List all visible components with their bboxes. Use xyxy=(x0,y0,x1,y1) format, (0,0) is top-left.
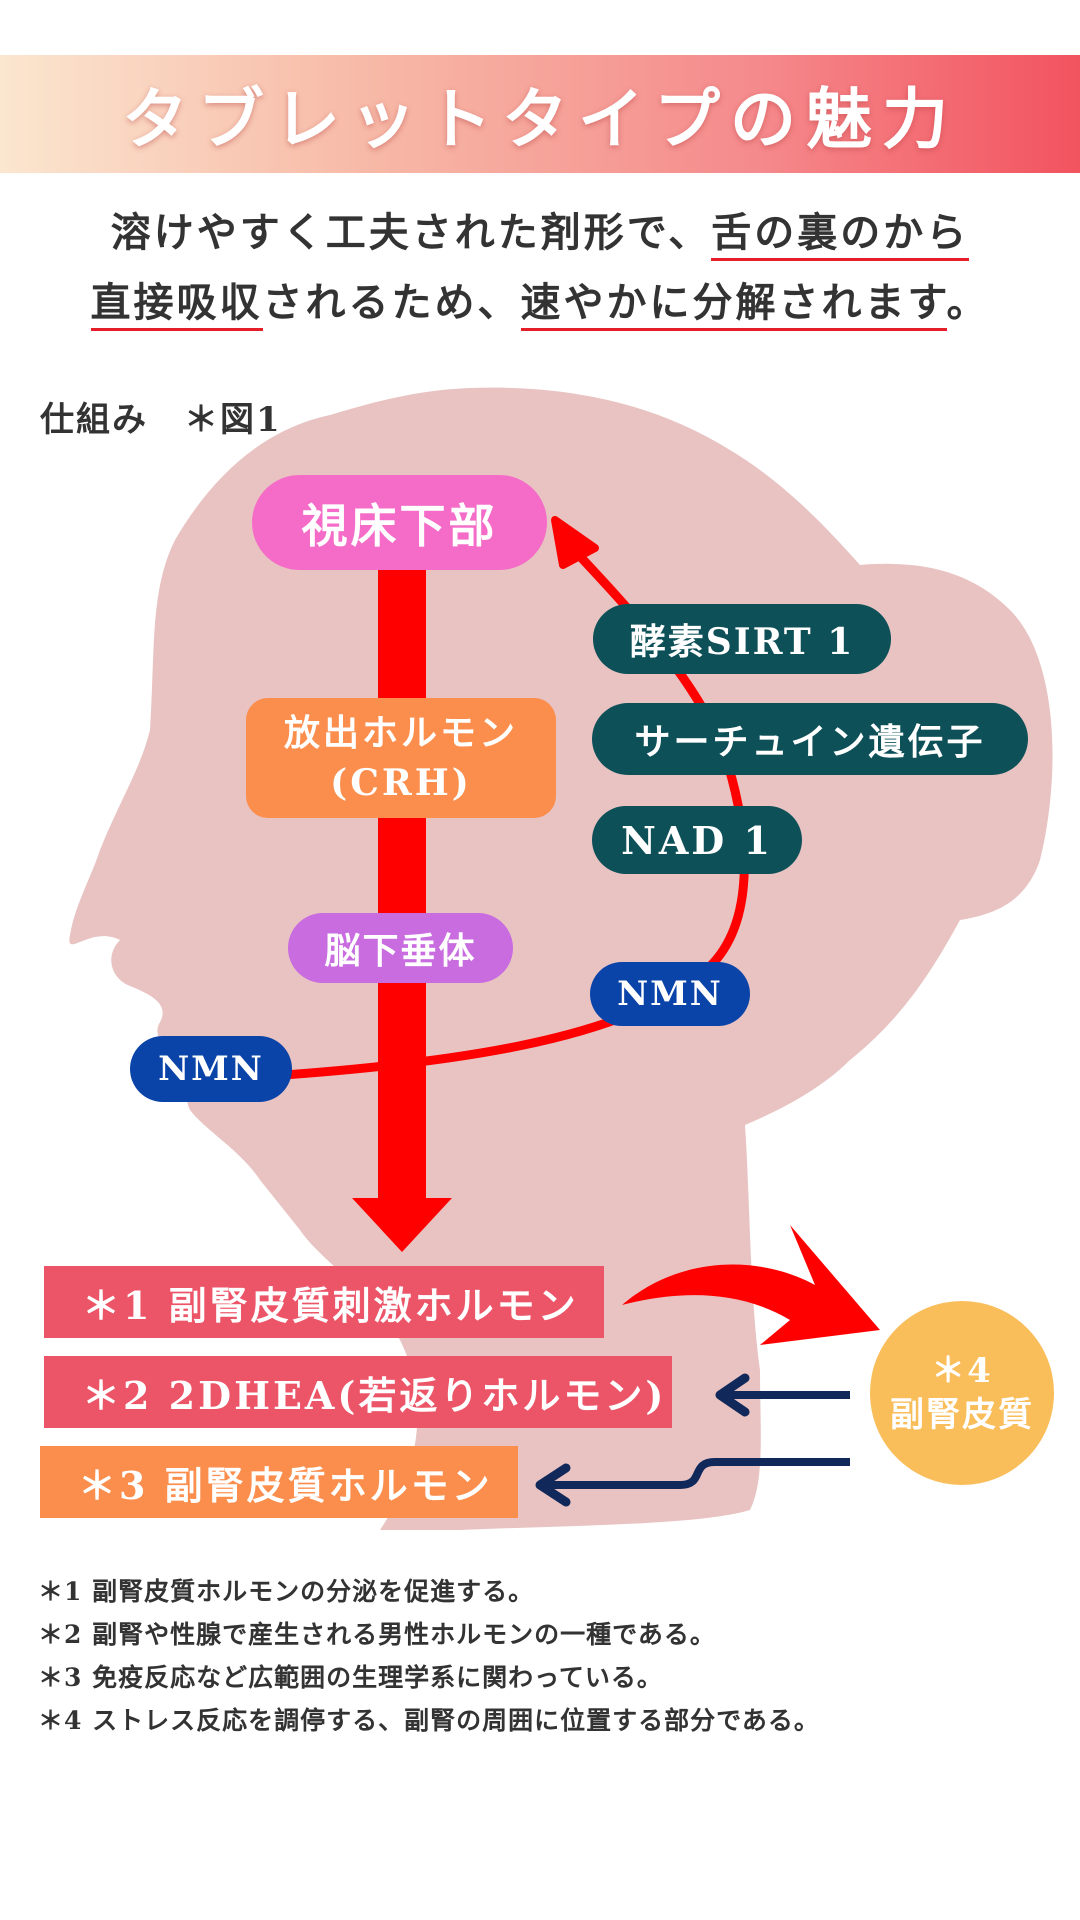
intro-line1-a: 溶けやすく工夫された剤形で、 xyxy=(110,209,712,256)
intro-line1-b-underlined: 舌の裏のから xyxy=(711,209,970,261)
footnote-2: ＊2 副腎や性腺で産生される男性ホルモンの一種である。 xyxy=(38,1620,716,1649)
intro-line2-d: 。 xyxy=(946,279,990,326)
intro-line2-c-underlined: 速やかに分解されます xyxy=(520,279,947,331)
hypothalamus-label: 視床下部 xyxy=(301,498,498,553)
intro-text: 溶けやすく工夫された剤形で、舌の裏のから 直接吸収されるため、速やかに分解されま… xyxy=(40,198,1040,338)
crh-node: 放出ホルモン (CRH) xyxy=(246,698,556,818)
header-banner: タブレットタイプの魅力 xyxy=(0,55,1080,173)
footnote-3: ＊3 免疫反応など広範囲の生理学系に関わっている。 xyxy=(38,1663,663,1692)
intro-line-1: 溶けやすく工夫された剤形で、舌の裏のから xyxy=(40,198,1040,268)
nmn-right-label: NMN xyxy=(617,974,723,1014)
nad-node: NAD 1 xyxy=(592,806,802,874)
navy-arrow-to-cortex-hormone-head xyxy=(535,1463,571,1507)
adrenal-cortex-label-line2: 副腎皮質 xyxy=(890,1395,1034,1435)
sirtuin-gene-label: サーチュイン遺伝子 xyxy=(634,721,986,763)
navy-arrow-to-cortex-hormone xyxy=(540,1458,850,1489)
footnotes: ＊1 副腎皮質ホルモンの分泌を促進する。 ＊2 副腎や性腺で産生される男性ホルモ… xyxy=(38,1570,1038,1742)
nmn-left-node: NMN xyxy=(130,1036,292,1102)
page-title: タブレットタイプの魅力 xyxy=(122,80,958,158)
hormone-box-dhea: ＊2 2DHEA(若返りホルモン) xyxy=(44,1356,672,1428)
crh-label-line1: 放出ホルモン xyxy=(283,712,518,754)
adrenal-cortex-node: ＊4 副腎皮質 xyxy=(870,1301,1054,1485)
hormone-box-cortex-hormone: ＊3 副腎皮質ホルモン xyxy=(40,1446,518,1518)
sirt1-enzyme-label: 酵素SIRT 1 xyxy=(629,621,855,663)
intro-line-2: 直接吸収されるため、速やかに分解されます。 xyxy=(40,268,1040,338)
hormone-box-acth: ＊1 副腎皮質刺激ホルモン xyxy=(44,1266,604,1338)
intro-line2-a-underlined: 直接吸収 xyxy=(90,279,263,331)
nad-label: NAD 1 xyxy=(621,817,773,863)
sirtuin-gene-node: サーチュイン遺伝子 xyxy=(592,703,1028,775)
curved-arrow-to-adrenal xyxy=(622,1225,880,1345)
pituitary-label: 脳下垂体 xyxy=(324,930,477,972)
adrenal-cortex-label-line1: ＊4 xyxy=(931,1351,993,1391)
intro-line2-b: されるため、 xyxy=(262,279,521,326)
main-arrow-head xyxy=(352,1198,452,1252)
pituitary-node: 脳下垂体 xyxy=(288,913,513,983)
navy-arrow-to-dhea-head xyxy=(715,1373,750,1417)
figure-label: 仕組み ＊図1 xyxy=(40,400,282,440)
footnote-1: ＊1 副腎皮質ホルモンの分泌を促進する。 xyxy=(38,1577,535,1606)
main-arrow-shaft xyxy=(378,560,426,1200)
hormone-label-acth: ＊1 副腎皮質刺激ホルモン xyxy=(82,1282,579,1328)
hypothalamus-node: 視床下部 xyxy=(252,475,547,570)
crh-label-line2: (CRH) xyxy=(330,762,472,804)
sirt1-enzyme-node: 酵素SIRT 1 xyxy=(593,604,891,674)
footnote-4: ＊4 ストレス反応を調停する、副腎の周囲に位置する部分である。 xyxy=(38,1706,820,1735)
nmn-right-node: NMN xyxy=(590,962,750,1026)
nmn-left-label: NMN xyxy=(158,1049,264,1089)
hormone-label-dhea: ＊2 2DHEA(若返りホルモン) xyxy=(82,1372,667,1418)
adrenal-cortex-circle xyxy=(870,1301,1054,1485)
hormone-label-cortex-hormone: ＊3 副腎皮質ホルモン xyxy=(78,1462,493,1508)
nmn-pathway-arrowhead xyxy=(551,516,599,569)
